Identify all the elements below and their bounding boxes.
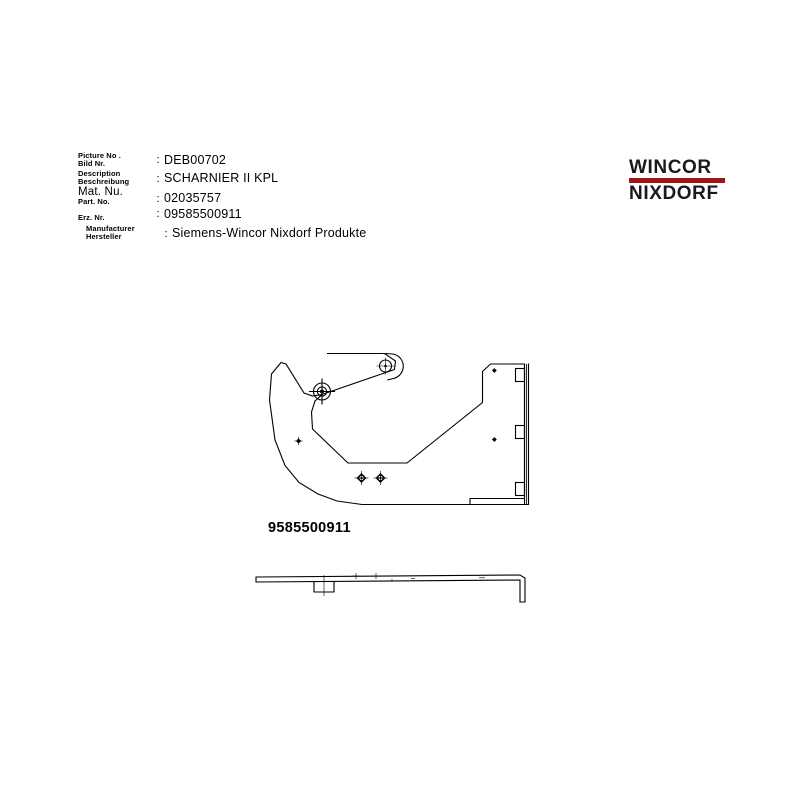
info-row-mat-nu: Mat. Nu. Part. No. : 02035757 <box>78 185 548 207</box>
pivot-arm-outline <box>383 352 404 381</box>
info-label-mat-nu: Mat. Nu. Part. No. <box>78 185 152 207</box>
info-separator: : <box>156 172 160 185</box>
dot-marker <box>294 436 303 446</box>
flange-tab-top <box>514 367 526 383</box>
info-value-description: SCHARNIER II KPL <box>164 171 279 186</box>
info-row-description: Description Beschreibung : SCHARNIER II … <box>78 170 548 185</box>
info-separator: : <box>156 192 160 205</box>
hinge-side-svg <box>255 573 526 603</box>
rivet-right <box>373 471 388 485</box>
hinge-plan-view <box>252 340 552 520</box>
info-value-mat-nu: 02035757 <box>164 191 222 206</box>
info-separator: : <box>156 154 160 167</box>
info-value-manufacturer: Siemens-Wincor Nixdorf Produkte <box>172 226 367 241</box>
info-value-picture-no: DEB00702 <box>164 152 227 167</box>
info-label-de: Part. No. <box>78 197 110 207</box>
pivot-hole <box>376 357 395 375</box>
info-separator: : <box>164 227 168 240</box>
flange-tab-middle <box>514 424 526 440</box>
hinge-outer-outline <box>268 352 526 506</box>
logo-line-nixdorf: NIXDORF <box>629 183 719 205</box>
info-label-de: Hersteller <box>86 232 122 242</box>
info-label-manufacturer: Manufacturer Hersteller <box>78 225 160 240</box>
stud-boss <box>308 378 336 405</box>
info-row-picture-no: Picture No . Bild Nr. : DEB00702 <box>78 152 548 167</box>
part-info-block: Picture No . Bild Nr. : DEB00702 Descrip… <box>78 152 548 241</box>
info-label-en: Description <box>78 169 121 179</box>
part-number-caption: 9585500911 <box>268 520 351 536</box>
rivet-left <box>354 471 369 485</box>
info-label-en: Erz. Nr. <box>78 212 105 222</box>
hole-lower <box>492 437 497 442</box>
hinge-side-view <box>252 566 542 610</box>
side-tick-marks <box>352 573 485 582</box>
info-label-erz-nr: Erz. Nr. <box>78 214 152 222</box>
info-label-en: Manufacturer <box>86 224 135 234</box>
info-label-de: Beschreibung <box>78 176 130 186</box>
side-strip-outline <box>255 574 526 603</box>
info-label-picture-no: Picture No . Bild Nr. <box>78 152 152 167</box>
info-row-manufacturer: Manufacturer Hersteller : Siemens-Wincor… <box>78 225 548 240</box>
info-separator: : <box>156 208 160 221</box>
info-value-erz-nr: 09585500911 <box>164 206 242 221</box>
hole-upper <box>492 368 497 373</box>
info-label-en: Mat. Nu. <box>78 185 124 198</box>
wincor-nixdorf-logo: WINCOR NIXDORF <box>629 158 725 204</box>
logo-red-bar <box>629 178 725 184</box>
info-row-erz-nr: Erz. Nr. : 09585500911 <box>78 208 548 222</box>
info-label-en: Picture No . <box>78 151 121 160</box>
info-label-description: Description Beschreibung <box>78 170 152 185</box>
hinge-plan-svg <box>268 352 530 506</box>
logo-line-wincor: WINCOR <box>629 157 712 178</box>
info-label-de: Bild Nr. <box>78 158 106 168</box>
flange-tab-bottom <box>514 481 526 497</box>
